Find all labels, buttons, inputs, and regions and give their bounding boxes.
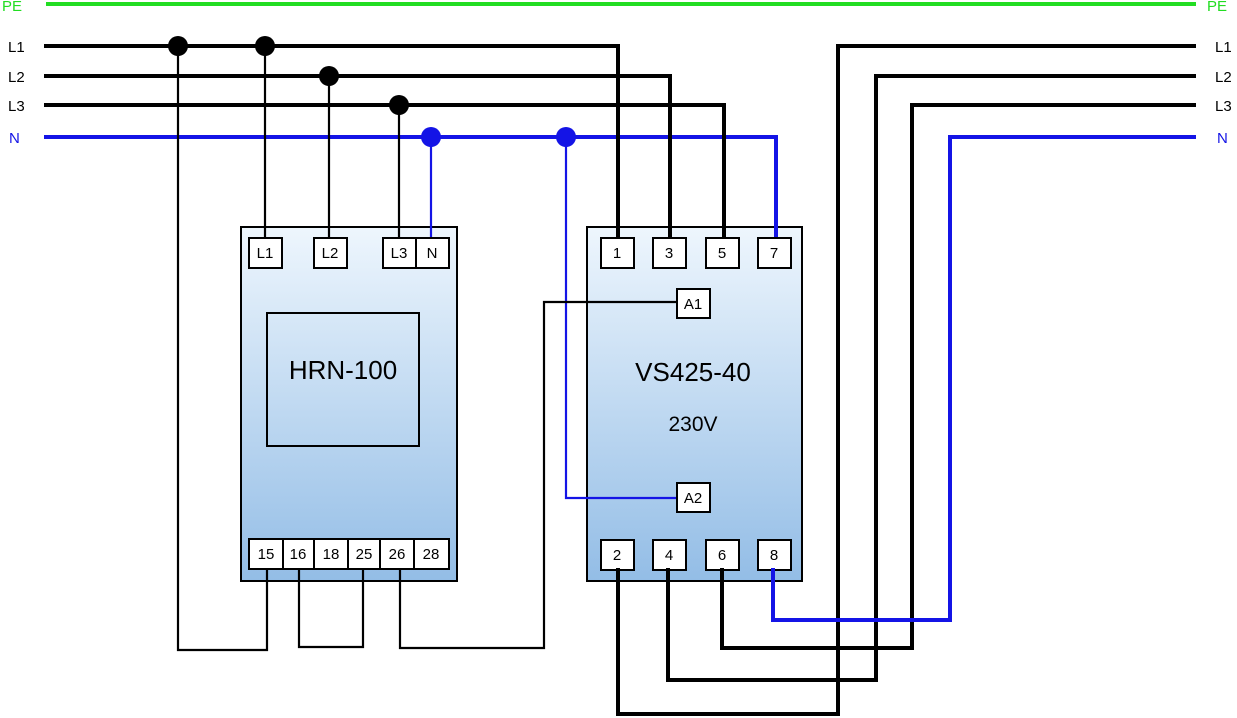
svg-text:4: 4 <box>665 547 673 564</box>
rail-label-pe-left: PE <box>2 0 22 15</box>
svg-text:6: 6 <box>718 547 726 564</box>
wire-terminal-26-to-coil-a1 <box>398 300 679 650</box>
hrn-top-terminal-n: N <box>415 237 450 269</box>
svg-text:L2: L2 <box>322 245 339 262</box>
hrn-display-window <box>266 312 420 447</box>
wire-n-to-terminal-7 <box>774 135 778 240</box>
wire-terminal-8-to-n-out <box>771 135 1196 622</box>
svg-text:2: 2 <box>613 547 621 564</box>
contactor-terminal-6: 6 <box>705 539 740 571</box>
contactor-terminal-3: 3 <box>652 237 687 269</box>
contactor-terminal-4: 4 <box>652 539 687 571</box>
hrn-bottom-terminal-15: 15 <box>248 538 284 570</box>
contactor-terminal-7: 7 <box>757 237 792 269</box>
rail-label-l3-right: L3 <box>1215 98 1232 115</box>
svg-text:25: 25 <box>356 546 373 563</box>
contactor-coil-terminal-a2: A2 <box>676 482 711 513</box>
rail-label-l1-right: L1 <box>1215 39 1232 56</box>
junction-dot-l3 <box>389 95 409 115</box>
rail-label-n-left: N <box>9 130 20 147</box>
hrn-bottom-terminal-28: 28 <box>413 538 450 570</box>
junction-dot-n-b <box>556 127 576 147</box>
wire-terminal-2-to-l1-out <box>616 44 1196 716</box>
wire-n-to-coil-a2 <box>564 137 679 500</box>
rail-label-l2-left: L2 <box>8 69 25 86</box>
svg-text:A1: A1 <box>684 296 702 313</box>
svg-text:A2: A2 <box>684 490 702 507</box>
hrn-top-terminal-l3: L3 <box>382 237 417 269</box>
svg-text:3: 3 <box>665 245 673 262</box>
svg-text:N: N <box>427 245 438 262</box>
wire-l2-to-terminal-3 <box>668 74 672 240</box>
contactor-device-name: VS425-40 <box>635 357 751 387</box>
svg-text:28: 28 <box>423 546 440 563</box>
rail-label-n-right: N <box>1217 130 1228 147</box>
svg-text:1: 1 <box>613 245 621 262</box>
junction-dot-n-a <box>421 127 441 147</box>
contactor-terminal-2: 2 <box>600 539 635 571</box>
contactor-voltage: 230V <box>668 413 717 436</box>
svg-text:8: 8 <box>770 547 778 564</box>
vs425-40-device <box>586 226 803 582</box>
hrn-top-terminal-l1: L1 <box>248 237 283 269</box>
rail-label-l3-left: L3 <box>8 98 25 115</box>
svg-text:5: 5 <box>718 245 726 262</box>
wire-l3-to-terminal-5 <box>722 103 726 240</box>
contactor-terminal-8: 8 <box>757 539 792 571</box>
svg-text:L1: L1 <box>257 245 274 262</box>
wire-bridge-16-25 <box>297 568 365 649</box>
contactor-terminal-1: 1 <box>600 237 635 269</box>
rail-label-pe-right: PE <box>1207 0 1227 15</box>
hrn-bottom-terminal-18: 18 <box>313 538 349 570</box>
hrn-top-terminal-l2: L2 <box>313 237 348 269</box>
svg-text:26: 26 <box>389 546 406 563</box>
svg-text:7: 7 <box>770 245 778 262</box>
junction-dot-l2 <box>319 66 339 86</box>
hrn-bottom-terminal-25: 25 <box>347 538 381 570</box>
junction-dot-l1-a <box>168 36 188 56</box>
wire-terminal-6-to-l3-out <box>720 103 1196 650</box>
rail-label-l2-right: L2 <box>1215 69 1232 86</box>
hrn-100-device <box>240 226 458 582</box>
hrn-bottom-terminal-26: 26 <box>379 538 415 570</box>
rail-label-l1-left: L1 <box>8 39 25 56</box>
hrn-device-name: HRN-100 <box>289 355 397 385</box>
svg-text:L3: L3 <box>391 245 408 262</box>
wire-l1-to-terminal-15 <box>176 46 269 652</box>
contactor-coil-terminal-a1: A1 <box>676 288 711 319</box>
contactor-terminal-5: 5 <box>705 237 740 269</box>
junction-dot-l1-b <box>255 36 275 56</box>
wire-l1-to-terminal-1 <box>616 44 620 240</box>
hrn-bottom-terminal-16: 16 <box>282 538 315 570</box>
wire-terminal-4-to-l2-out <box>666 74 1196 682</box>
svg-text:15: 15 <box>258 546 275 563</box>
svg-text:18: 18 <box>323 546 340 563</box>
svg-text:16: 16 <box>290 546 307 563</box>
